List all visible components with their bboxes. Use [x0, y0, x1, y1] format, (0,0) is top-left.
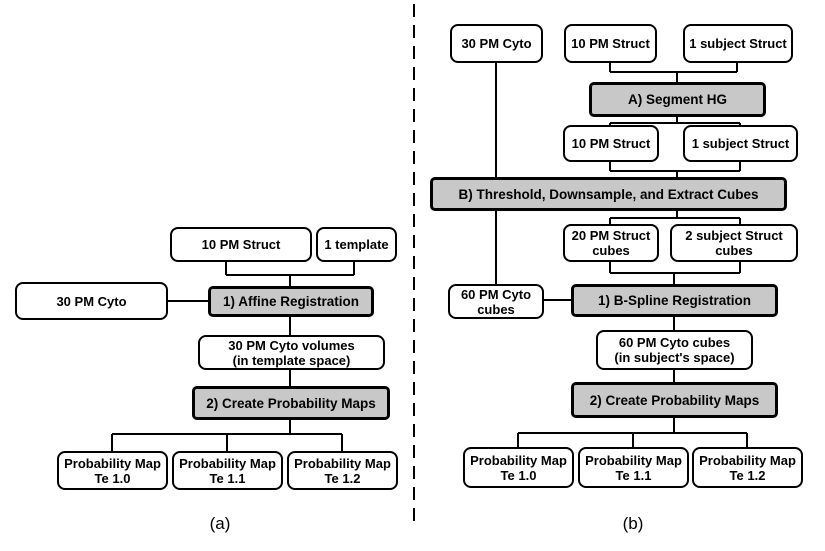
cyto-volumes-node: 30 PM Cyto volumes (in template space)	[198, 335, 385, 370]
bspline-registration-step: 1) B-Spline Registration	[571, 284, 778, 317]
cyto-cubes-node: 60 PM Cyto cubes	[448, 284, 544, 319]
panel-a-caption: (a)	[209, 514, 231, 533]
probability-map-te10-node: Probability Map Te 1.0	[463, 447, 574, 488]
pm-cyto-node: 30 PM Cyto	[15, 282, 168, 320]
probability-map-te12-node: Probability Map Te 1.2	[692, 447, 803, 488]
segment-hg-step: A) Segment HG	[589, 82, 766, 117]
subject-struct-cubes-node: 2 subject Struct cubes	[670, 224, 798, 262]
subject-struct-input-node: 1 subject Struct	[683, 24, 793, 63]
pm-cyto-node: 30 PM Cyto	[450, 24, 543, 63]
pm-struct-input-node: 10 PM Struct	[564, 24, 657, 63]
probability-map-te11-node: Probability Map Te 1.1	[172, 451, 283, 490]
probability-map-te10-node: Probability Map Te 1.0	[57, 451, 168, 490]
threshold-downsample-extract-step: B) Threshold, Downsample, and Extract Cu…	[430, 177, 787, 211]
create-probability-maps-step: 2) Create Probability Maps	[571, 382, 778, 418]
affine-registration-step: 1) Affine Registration	[208, 286, 374, 317]
probability-map-te12-node: Probability Map Te 1.2	[287, 451, 398, 490]
probability-map-te11-node: Probability Map Te 1.1	[578, 447, 689, 488]
create-probability-maps-step: 2) Create Probability Maps	[192, 386, 390, 420]
pm-struct-cubes-node: 20 PM Struct cubes	[563, 224, 659, 262]
cyto-cubes-subject-space-node: 60 PM Cyto cubes (in subject's space)	[596, 330, 753, 370]
pm-struct-output-node: 10 PM Struct	[563, 125, 659, 162]
pm-struct-node: 10 PM Struct	[170, 227, 312, 262]
template-node: 1 template	[316, 227, 397, 262]
panel-b-caption: (b)	[622, 514, 644, 533]
subject-struct-output-node: 1 subject Struct	[683, 125, 798, 162]
